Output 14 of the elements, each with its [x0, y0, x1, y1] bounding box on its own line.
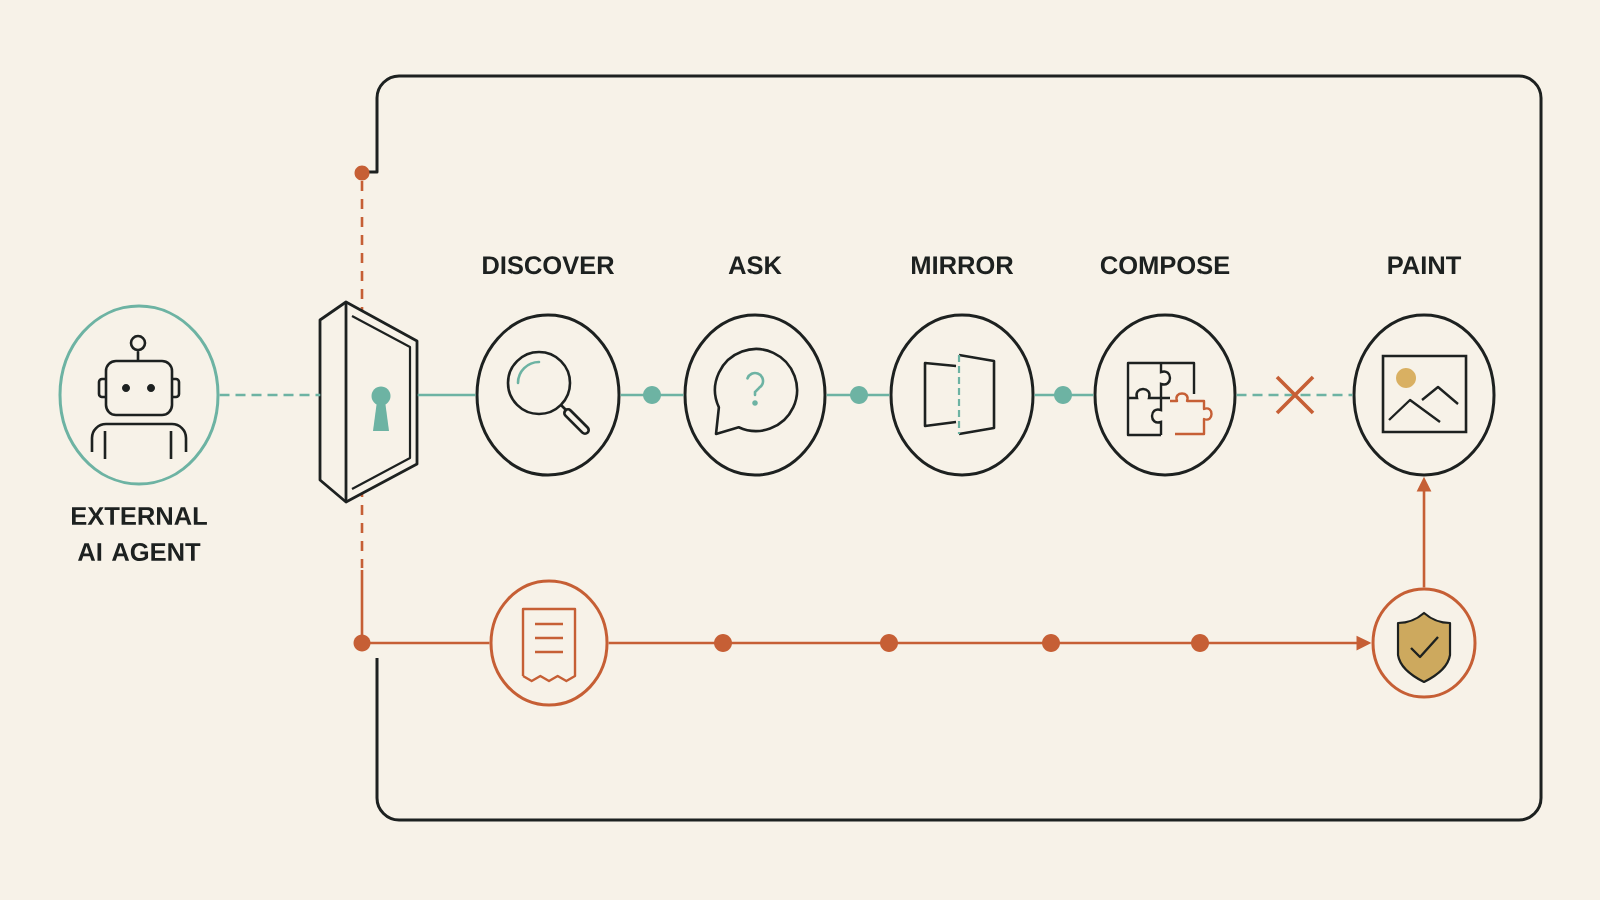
step-label: DISCOVER — [483, 256, 615, 275]
connector-line — [360, 570, 490, 645]
step-label: PAINT — [1388, 256, 1462, 274]
step-label: MIRROR — [912, 256, 1014, 275]
connector-line — [1034, 393, 1094, 397]
connector-line — [620, 393, 684, 397]
agent-label: EXTERNAL AI AGENT — [72, 507, 207, 561]
step-label: ASK — [728, 256, 782, 275]
connector-line — [219, 393, 321, 397]
connector-line — [417, 393, 476, 397]
connector-line — [826, 393, 890, 397]
step-label: COMPOSE — [1100, 256, 1230, 275]
door — [318, 300, 419, 504]
connector-line — [1236, 393, 1353, 397]
